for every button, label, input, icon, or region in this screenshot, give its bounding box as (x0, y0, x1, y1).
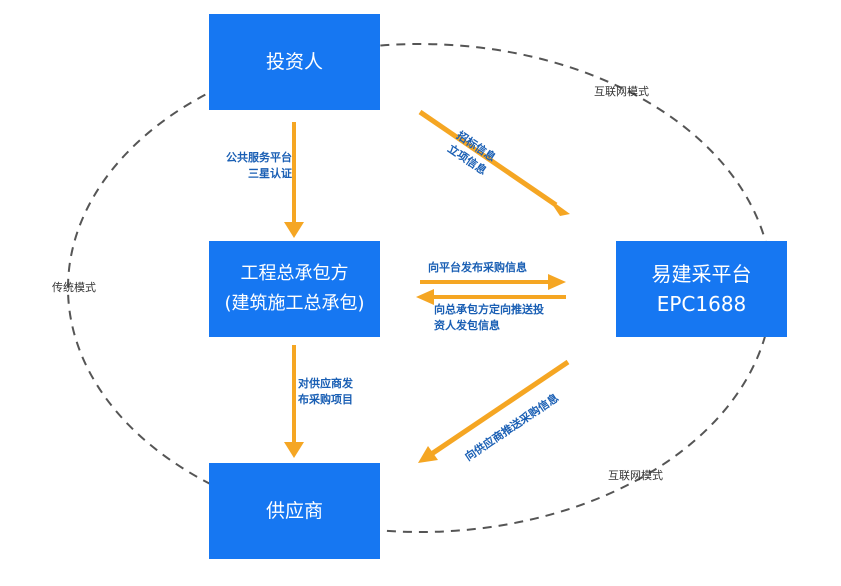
arrowhead-platform-to-supplier (418, 446, 438, 463)
node-supplier: 供应商 (209, 463, 380, 559)
node-investor-label: 投资人 (265, 51, 323, 73)
node-platform-label-1: 易建采平台 (651, 262, 752, 286)
node-supplier-label: 供应商 (265, 500, 323, 522)
arrowhead-contractor-to-platform (548, 274, 566, 290)
node-investor: 投资人 (209, 14, 380, 110)
edge-label-investor-to-contractor: 公共服务平台 三星认证 (208, 150, 292, 182)
edge-label-line: 公共服务平台 (226, 151, 292, 164)
mode-label-internet-bottom: 互联网模式 (608, 468, 663, 484)
mode-label-internet-top: 互联网模式 (594, 84, 649, 100)
edge-label-line: 布采购项目 (298, 393, 353, 406)
mode-label-text: 互联网模式 (608, 469, 663, 482)
edge-label-line: 三星认证 (248, 167, 292, 180)
arrow-investor-to-platform (418, 109, 558, 208)
edge-label-platform-to-contractor: 向总承包方定向推送投 资人发包信息 (434, 302, 544, 334)
mode-label-traditional: 传统模式 (52, 280, 96, 296)
node-platform-label-2: EPC1688 (656, 292, 747, 316)
edge-label-line: 向总承包方定向推送投 (434, 303, 544, 316)
node-contractor-label-2: (建筑施工总承包) (224, 293, 365, 314)
edge-label-contractor-to-supplier: 对供应商发 布采购项目 (298, 376, 353, 408)
arrowhead-contractor-to-supplier (284, 442, 304, 458)
edge-label-line: 资人发包信息 (434, 319, 500, 332)
node-contractor: 工程总承包方 (建筑施工总承包) (209, 241, 380, 337)
node-contractor-label-1: 工程总承包方 (240, 263, 349, 284)
mode-label-text: 互联网模式 (594, 85, 649, 98)
edge-label-line: 对供应商发 (298, 377, 353, 390)
arrowhead-investor-to-platform (548, 198, 570, 216)
arrowhead-investor-to-contractor (284, 222, 304, 238)
mode-label-text: 传统模式 (52, 281, 96, 294)
edge-label-contractor-to-platform: 向平台发布采购信息 (428, 260, 527, 276)
node-platform: 易建采平台 EPC1688 (616, 241, 787, 337)
edge-label-line: 向平台发布采购信息 (428, 261, 527, 274)
arrowhead-platform-to-contractor (416, 289, 434, 305)
arrow-platform-to-supplier (428, 359, 570, 458)
